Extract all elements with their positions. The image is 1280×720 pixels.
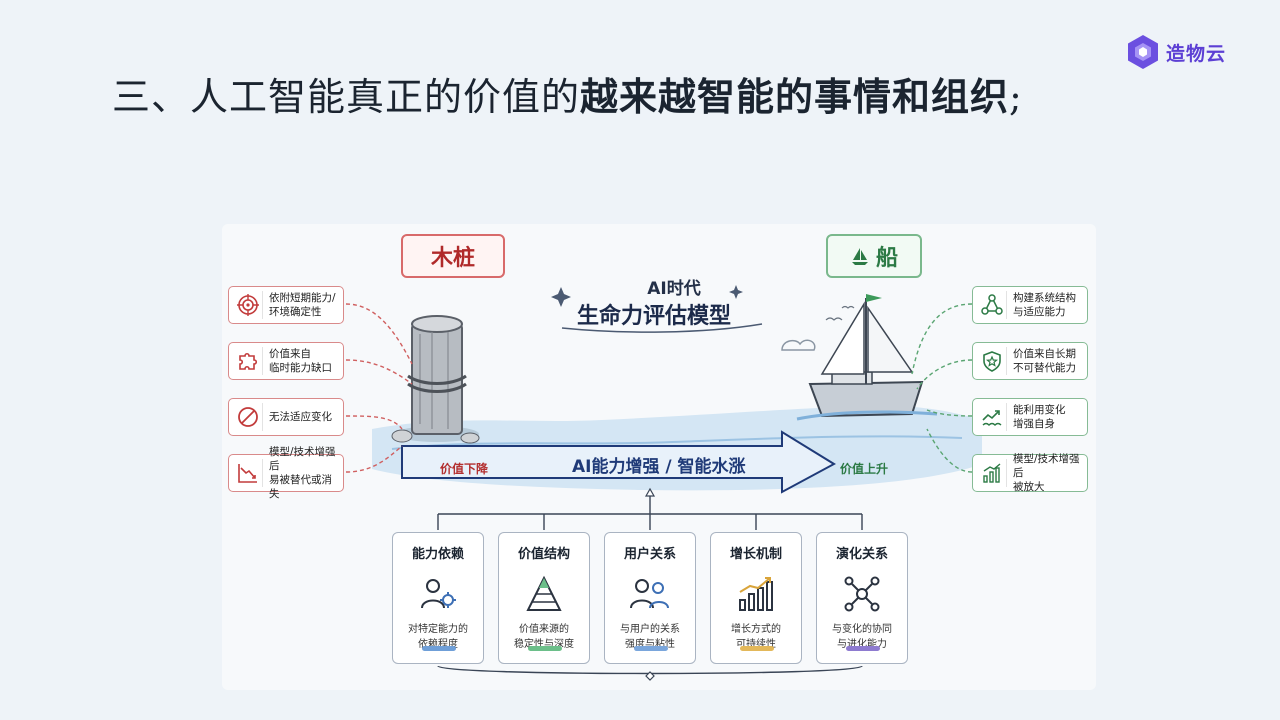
post-trait-label: 无法适应变化 [269, 411, 332, 423]
model-title: 生命力评估模型 [576, 304, 731, 329]
network-icon [978, 291, 1007, 319]
card-evolution-relationship: 演化关系 与变化的协同 与进化能力 [816, 532, 908, 664]
hexagon-logo-icon [1128, 35, 1158, 69]
value-up-label: 价值上升 [840, 462, 889, 476]
puzzle-icon [234, 347, 263, 375]
page-title: 三、人工智能真正的价值的越来越智能的事情和组织; [112, 66, 1023, 121]
prohibited-icon [234, 403, 263, 431]
card-desc: 增长方式的 可持续性 [731, 624, 781, 650]
boat-tag: 船 [826, 234, 922, 278]
pyramid-icon [499, 572, 589, 616]
declining-chart-icon [234, 459, 263, 487]
card-title: 价值结构 [517, 547, 570, 562]
card-growth-mechanism: 增长机制 增长方式的 可持续性 [710, 532, 802, 664]
boat-trait-label: 能利用变化 增强自身 [1013, 404, 1066, 430]
card-title: 增长机制 [729, 547, 782, 562]
card-value-structure: 价值结构 价值来源的 稳定性与深度 [498, 532, 590, 664]
users-icon [605, 572, 695, 616]
card-user-relationship: 用户关系 与用户的关系 强度与粘性 [604, 532, 696, 664]
brand-logo: 造物云 [1126, 34, 1226, 70]
diagram-panel: 木桩 船 AI时代 生命力评估模型 AI能力增强 / 智能水涨 价值下降 价值上… [222, 224, 1096, 690]
post-tag-label: 木桩 [430, 246, 475, 271]
card-title: 演化关系 [835, 547, 888, 562]
card-accent-bar [740, 646, 774, 651]
card-capability-dependence: 能力依赖 对特定能力的 依赖程度 [392, 532, 484, 664]
brand-name: 造物云 [1166, 42, 1227, 65]
value-down-label: 价值下降 [440, 462, 489, 476]
post-trait-label: 价值来自 临时能力缺口 [269, 348, 332, 374]
card-accent-bar [846, 646, 880, 651]
post-trait-label: 模型/技术增强后 易被替代或消失 [269, 446, 336, 500]
sailboat-icon [851, 248, 868, 265]
post-tag: 木桩 [401, 234, 505, 278]
sailboat [796, 294, 938, 421]
card-accent-bar [422, 646, 456, 651]
growth-arrow [401, 430, 837, 494]
title-tail: ; [1009, 75, 1023, 119]
post-trait-4: 模型/技术增强后 易被替代或消失 [228, 446, 344, 500]
card-desc: 对特定能力的 依赖程度 [408, 624, 468, 650]
boat-trait-2: 价值来自长期 不可替代能力 [972, 342, 1088, 380]
post-trait-2: 价值来自 临时能力缺口 [228, 342, 344, 380]
boat-trait-label: 价值来自长期 不可替代能力 [1013, 348, 1076, 374]
post-trait-3: 无法适应变化 [228, 398, 344, 436]
title-bold: 越来越智能的事情和组织 [580, 74, 1010, 119]
growth-chart-icon [978, 459, 1007, 487]
boat-tag-label: 船 [875, 246, 898, 271]
wooden-post [391, 315, 480, 444]
card-accent-bar [634, 646, 668, 651]
diagram-illustration [345, 285, 982, 681]
card-title: 能力依赖 [411, 547, 464, 562]
boat-trait-1: 构建系统结构 与适应能力 [972, 286, 1088, 324]
hub-nodes-icon [817, 572, 907, 616]
model-subtitle: AI时代 [647, 279, 701, 299]
user-gear-icon [393, 572, 483, 616]
card-desc: 与用户的关系 强度与粘性 [620, 624, 680, 650]
rising-wave-icon [978, 403, 1007, 431]
post-trait-label: 依附短期能力/ 环境确定性 [269, 292, 336, 318]
shield-star-icon [978, 347, 1007, 375]
target-icon [234, 291, 263, 319]
title-normal: 三、人工智能真正的价值的 [112, 75, 581, 119]
card-desc: 价值来源的 稳定性与深度 [514, 624, 574, 650]
boat-trait-4: 模型/技术增强后 被放大 [972, 453, 1088, 493]
boat-trait-label: 构建系统结构 与适应能力 [1013, 292, 1076, 318]
card-accent-bar [528, 646, 562, 651]
bar-growth-icon [711, 572, 801, 616]
boat-trait-label: 模型/技术增强后 被放大 [1013, 453, 1080, 493]
card-desc: 与变化的协同 与进化能力 [832, 624, 892, 650]
post-trait-1: 依附短期能力/ 环境确定性 [228, 286, 344, 324]
boat-trait-3: 能利用变化 增强自身 [972, 398, 1088, 436]
arrow-label: AI能力增强 / 智能水涨 [572, 457, 746, 477]
card-title: 用户关系 [623, 547, 676, 562]
